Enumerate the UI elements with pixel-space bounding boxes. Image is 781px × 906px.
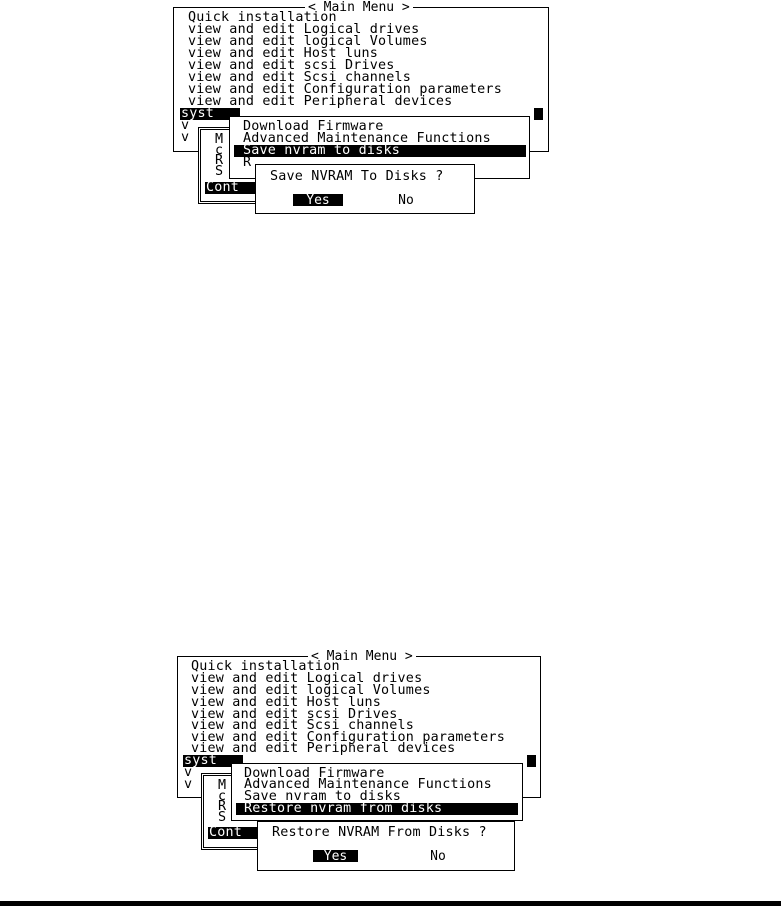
- submenu-selected-highlight: [205, 182, 257, 194]
- maintenance-item-download-firmware[interactable]: Download Firmware: [243, 119, 384, 134]
- confirm-dialog-restore-nvram: [257, 821, 515, 871]
- submenu-item-change-password[interactable]: c: [215, 143, 224, 158]
- menu-item-selected-highlight: [183, 755, 243, 767]
- maintenance-item-save-nvram[interactable]: Save nvram to disks: [244, 789, 401, 804]
- main-menu-title: < Main Menu >: [305, 1, 413, 14]
- maintenance-item-download-firmware[interactable]: Download Firmware: [244, 766, 385, 781]
- yes-button-highlight: [313, 850, 358, 862]
- confirm-dialog-save-nvram: [255, 164, 475, 214]
- menu-item-fragment[interactable]: v: [184, 765, 193, 780]
- menu-item-scsi-channels[interactable]: view and edit Scsi channels: [188, 70, 412, 85]
- submenu-item-change-password[interactable]: c: [218, 789, 227, 804]
- maintenance-item-restore-nvram[interactable]: Restore nvram from disks: [244, 801, 443, 816]
- menu-item-selected-highlight: [180, 108, 240, 120]
- yes-button-highlight: [293, 194, 343, 206]
- maintenance-item-advanced-maintenance[interactable]: Advanced Maintenance Functions: [244, 777, 492, 792]
- menu-item-scsi-channels[interactable]: view and edit Scsi channels: [191, 718, 415, 733]
- submenu-item-mute-beeper[interactable]: M: [215, 132, 224, 147]
- no-button[interactable]: No: [430, 849, 446, 864]
- maintenance-selected-highlight: [236, 803, 518, 815]
- submenu-item-mute-beeper[interactable]: M: [218, 778, 227, 793]
- main-menu-title: < Main Menu >: [308, 650, 416, 663]
- menu-item-scsi-drives[interactable]: view and edit scsi Drives: [188, 58, 395, 73]
- maintenance-item-advanced-maintenance[interactable]: Advanced Maintenance Functions: [243, 131, 491, 146]
- submenu-item-shutdown-controller[interactable]: S: [215, 164, 224, 179]
- scrollbar-thumb[interactable]: [527, 755, 536, 767]
- menu-item-system-functions[interactable]: syst: [184, 753, 218, 768]
- menu-item-host-luns[interactable]: view and edit Host luns: [191, 695, 382, 710]
- menu-item-host-luns[interactable]: view and edit Host luns: [188, 46, 379, 61]
- menu-item-fragment[interactable]: v: [181, 118, 190, 133]
- maintenance-item-fragment[interactable]: R: [243, 155, 252, 170]
- menu-item-logical-volumes[interactable]: view and edit logical Volumes: [191, 683, 431, 698]
- no-button[interactable]: No: [398, 193, 414, 208]
- submenu-item-controller-maintenance[interactable]: Cont: [206, 180, 240, 195]
- dialog-question: Restore NVRAM From Disks ?: [272, 825, 487, 840]
- menu-item-configuration-parameters[interactable]: view and edit Configuration parameters: [188, 82, 502, 97]
- menu-item-fragment[interactable]: v: [184, 777, 193, 792]
- menu-item-system-functions[interactable]: syst: [181, 106, 215, 121]
- submenu-item-shutdown-controller[interactable]: S: [218, 810, 227, 825]
- menu-item-logical-drives[interactable]: view and edit Logical drives: [188, 22, 420, 37]
- maintenance-selected-highlight: [234, 145, 526, 157]
- menu-item-peripheral-devices[interactable]: view and edit Peripheral devices: [188, 94, 453, 109]
- scrollbar-thumb[interactable]: [534, 108, 543, 120]
- menu-item-fragment[interactable]: v: [181, 130, 190, 145]
- submenu-item-controller-maintenance[interactable]: Cont: [209, 825, 243, 840]
- yes-button[interactable]: Yes: [306, 193, 330, 208]
- maintenance-item-save-nvram[interactable]: Save nvram to disks: [243, 143, 400, 158]
- submenu-selected-highlight: [208, 827, 260, 839]
- menu-item-quick-installation[interactable]: Quick installation: [188, 10, 337, 25]
- menu-item-scsi-drives[interactable]: view and edit scsi Drives: [191, 707, 398, 722]
- menu-item-logical-volumes[interactable]: view and edit logical Volumes: [188, 34, 428, 49]
- menu-item-configuration-parameters[interactable]: view and edit Configuration parameters: [191, 730, 505, 745]
- page-footer-rule: [0, 901, 781, 906]
- submenu-item-reset-controller[interactable]: R: [215, 153, 224, 168]
- submenu-item-reset-controller[interactable]: R: [218, 799, 227, 814]
- menu-item-peripheral-devices[interactable]: view and edit Peripheral devices: [191, 741, 456, 756]
- yes-button[interactable]: Yes: [323, 849, 348, 864]
- menu-item-quick-installation[interactable]: Quick installation: [191, 659, 340, 674]
- dialog-question: Save NVRAM To Disks ?: [270, 169, 444, 184]
- menu-item-logical-drives[interactable]: view and edit Logical drives: [191, 671, 423, 686]
